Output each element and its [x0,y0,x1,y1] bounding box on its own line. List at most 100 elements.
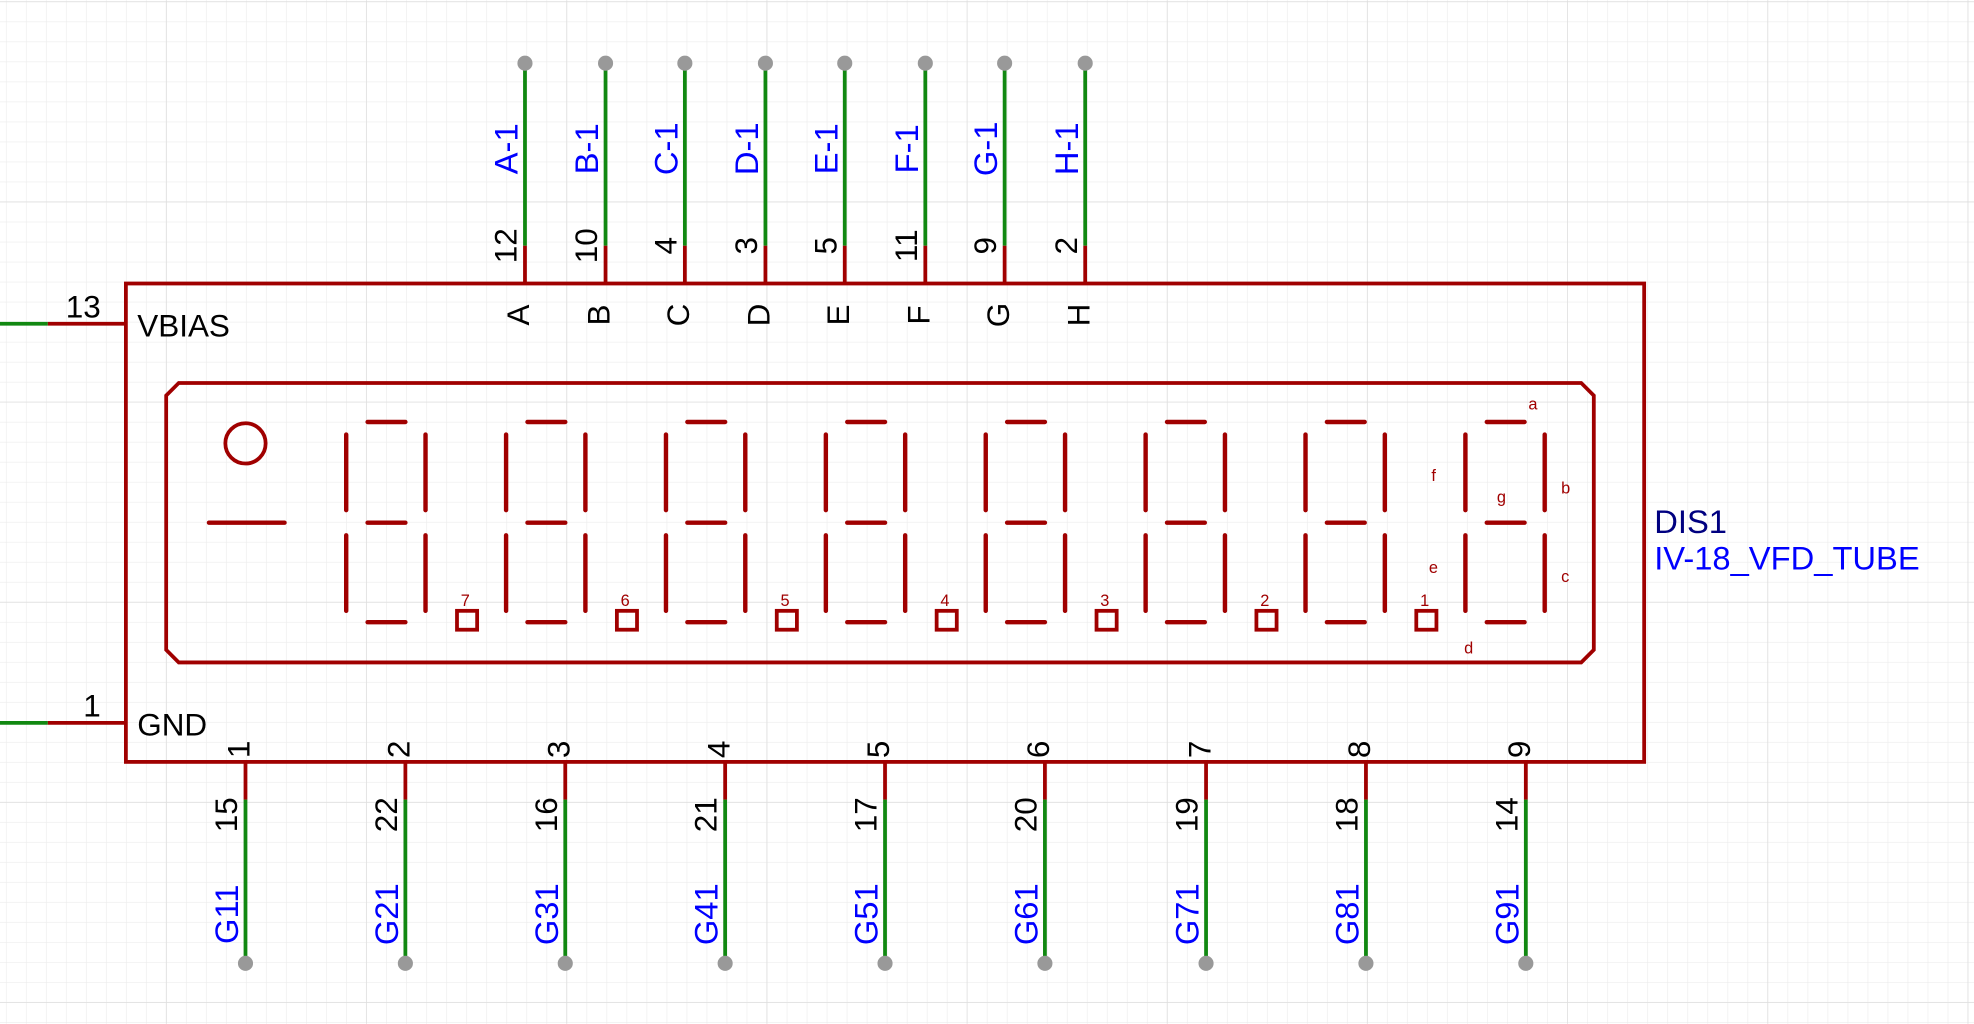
segment-label-c: c [1561,568,1569,586]
display-window [164,381,1596,665]
pin-end-dot[interactable] [517,55,533,71]
net-label[interactable]: G41 [688,883,725,945]
pin-name: C [661,304,696,327]
pin-end-dot[interactable] [397,955,413,971]
net-label[interactable]: G11 [208,885,245,944]
decimal-point-label: 2 [1260,592,1269,610]
net-label[interactable]: A-1 [488,123,525,174]
component-body[interactable] [124,281,1647,764]
decimal-point-label: 7 [461,592,470,610]
net-label[interactable]: H-1 [1048,122,1085,175]
pin-name: 4 [701,741,736,759]
decimal-point [1254,608,1279,632]
decimal-point-label: 6 [621,592,630,610]
pin-name: GND [137,707,207,742]
digit [663,419,799,632]
digit [1143,419,1279,632]
digit [983,419,1119,632]
pin-name: 2 [382,741,417,759]
pin-name: VBIAS [137,308,230,343]
pin-name: 8 [1342,741,1377,759]
segment-label-f: f [1431,467,1436,485]
net-label[interactable]: D-1 [728,122,765,175]
net-label[interactable]: G51 [848,883,885,945]
net-label[interactable]: C-1 [647,122,684,175]
net-label[interactable]: G-1 [967,122,1004,177]
pin-name: A [501,304,536,325]
pin-name: 9 [1502,741,1537,759]
pin-end-dot[interactable] [677,55,693,71]
pin-name: 3 [541,741,576,759]
pin-number: 22 [369,797,404,832]
pin-name: B [582,304,617,325]
pin-number: 19 [1170,797,1205,832]
pin-number: 11 [889,229,924,262]
pin-number: 14 [1489,797,1524,832]
pin-number: 17 [849,797,884,832]
pin-number: 9 [968,237,1003,255]
net-label[interactable]: G81 [1329,883,1366,945]
decimal-point-label: 4 [940,592,949,610]
pin-name: H [1061,304,1096,327]
pin-name: 1 [222,741,257,759]
pin-number: 20 [1009,797,1044,832]
segment-label-g: g [1497,489,1506,507]
digit [823,419,959,632]
pin-number: 12 [489,228,524,263]
pin-end-dot[interactable] [1518,955,1534,971]
net-label[interactable]: B-1 [568,123,605,174]
pin-number: 3 [729,237,764,255]
net-label[interactable]: G61 [1008,883,1045,945]
digit [344,419,480,632]
pin-name: F [902,305,937,324]
pin-number: 13 [66,289,101,324]
pin-name: 5 [861,741,896,759]
net-label[interactable]: G31 [528,883,565,945]
pin-end-dot[interactable] [997,55,1013,71]
pin-number: 2 [1049,237,1084,255]
pin-number: 10 [569,228,604,263]
pin-end-dot[interactable] [1198,955,1214,971]
pin-number: 15 [209,797,244,832]
digit [1463,419,1547,625]
pin-end-dot[interactable] [557,955,573,971]
pin-end-dot[interactable] [917,55,933,71]
pin-number: 21 [689,797,724,832]
pin-name: G [981,303,1016,327]
pin-end-dot[interactable] [1077,55,1093,71]
pin-name: D [742,304,777,327]
decimal-point [614,608,639,632]
pin-number: 16 [529,797,564,832]
net-label[interactable]: F-1 [888,124,925,173]
pin-name: E [821,304,856,325]
segment-label-e: e [1429,559,1438,577]
designator[interactable]: DIS1 [1654,503,1727,540]
digit [503,419,639,632]
pin-end-dot[interactable] [1358,955,1374,971]
segment-label-d: d [1464,640,1473,658]
net-label[interactable]: G91 [1488,883,1525,945]
decimal-point [455,608,480,632]
component-value[interactable]: IV-18_VFD_TUBE [1654,539,1920,576]
pin-end-dot[interactable] [717,955,733,971]
pin-name: 7 [1182,741,1217,759]
pin-end-dot[interactable] [597,55,614,71]
decimal-point [1414,608,1439,632]
pin-end-dot[interactable] [237,955,254,971]
decimal-point [774,608,799,632]
pin-number: 18 [1330,797,1365,832]
pin-number: 1 [83,689,101,724]
net-label[interactable]: G21 [368,883,405,945]
decimal-point [934,608,959,632]
pin-end-dot[interactable] [1037,955,1053,971]
pin-end-dot[interactable] [837,55,853,71]
pin-name: 6 [1021,741,1056,759]
pin-number: 5 [808,237,843,255]
net-label[interactable]: E-1 [807,123,844,174]
pin-end-dot[interactable] [757,55,773,71]
pin-number: 4 [648,237,683,255]
net-label[interactable]: G71 [1169,883,1206,945]
pin-end-dot[interactable] [877,955,893,971]
filament-circle [223,421,268,466]
